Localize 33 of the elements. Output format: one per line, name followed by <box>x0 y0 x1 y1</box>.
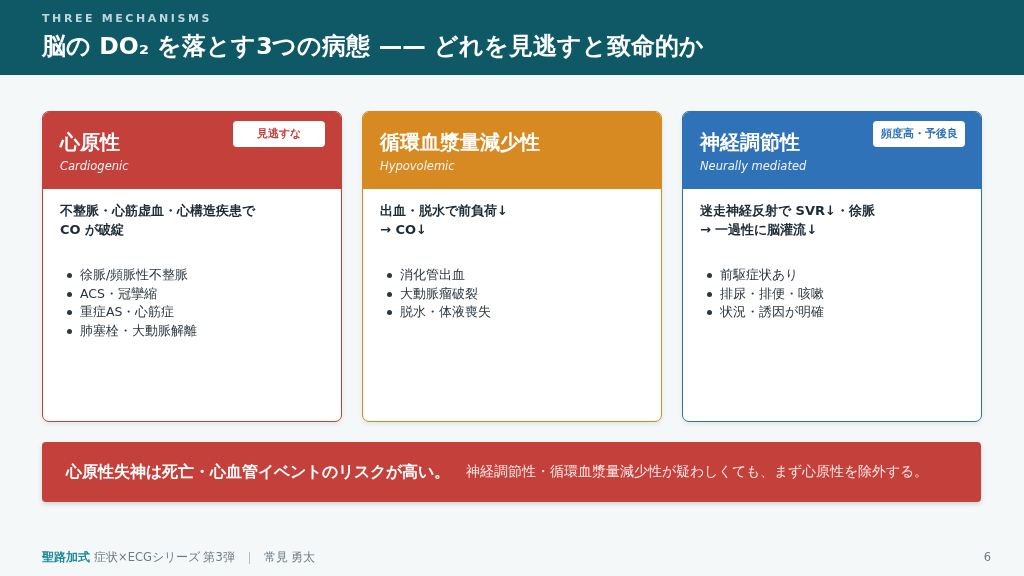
slide-title: 脳の DO₂ を落とす3つの病態 —— どれを見逃すと致命的か <box>42 31 704 62</box>
list-item: 脱水・体液喪失 <box>400 303 491 322</box>
summary-text: 出血・脱水で前負荷↓ → CO↓ <box>380 202 509 239</box>
list-item: 重症AS・心筋症 <box>80 303 175 322</box>
summary-text: 迷走神経反射で SVR↓・徐脈 → 一過性に脳灌流↓ <box>700 202 876 239</box>
series-title: 症状×ECGシリーズ 第3弾 <box>94 550 235 565</box>
card-subtitle: Neurally mediated <box>700 159 807 173</box>
page-number: 6 <box>983 550 991 564</box>
list-item: 状況・誘因が明確 <box>720 303 824 322</box>
banner-headline: 心原性失神は死亡・心血管イベントのリスクが高い。 <box>66 461 450 483</box>
list-item: 徐脈/頻脈性不整脈 <box>80 266 189 284</box>
mechanism-card <box>42 111 342 422</box>
card-title: 循環血漿量減少性 <box>380 130 540 155</box>
mechanism-card <box>682 111 982 422</box>
list-item: ACS・冠攣縮 <box>80 284 157 303</box>
status-tag: 頻度高・予後良 <box>873 121 965 147</box>
card-title: 神経調節性 <box>700 130 800 155</box>
list-item: 前駆症状あり <box>720 266 798 284</box>
status-tag: 見逃すな <box>233 121 325 147</box>
mechanism-card <box>362 111 662 422</box>
summary-text: 不整脈・心筋虚血・心構造疾患で CO が破綻 <box>60 202 257 239</box>
series-name: 聖路加式 <box>42 550 90 565</box>
author-name: 常見 勇太 <box>263 550 316 565</box>
card-subtitle: Cardiogenic <box>60 159 129 173</box>
card-subtitle: Hypovolemic <box>380 159 455 173</box>
list-item: 消化管出血 <box>400 266 465 284</box>
list-item: 肺塞栓・大動脈解離 <box>80 322 197 341</box>
alert-banner <box>42 442 981 502</box>
eyebrow-label: THREE MECHANISMS <box>42 12 212 25</box>
list-item: 排尿・排便・咳嗽 <box>720 284 824 303</box>
list-item: 大動脈瘤破裂 <box>400 284 478 303</box>
card-title: 心原性 <box>60 130 120 155</box>
banner-note: 神経調節性・循環血漿量減少性が疑わしくても、まず心原性を除外する。 <box>466 463 928 481</box>
